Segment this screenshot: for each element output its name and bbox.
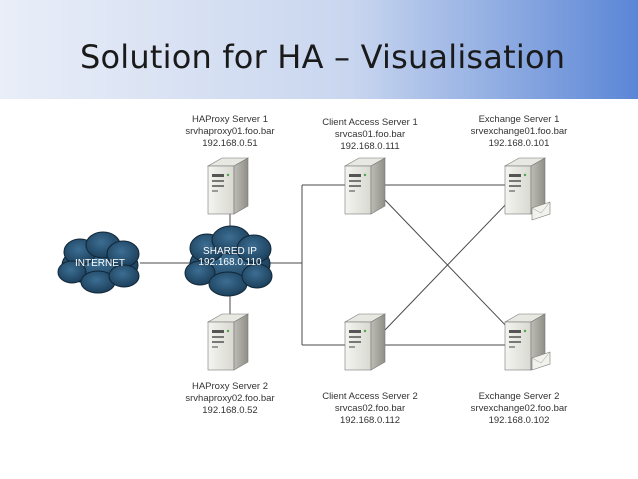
shared-ip-address: 192.168.0.110 <box>198 257 262 268</box>
exchange2-label: Exchange Server 2 srvexchange02.foo.bar … <box>454 391 584 427</box>
link-cas2-exch1 <box>384 199 511 331</box>
haproxy2-host: srvhaproxy02.foo.bar <box>185 393 275 404</box>
haproxy1-host: srvhaproxy01.foo.bar <box>185 126 275 137</box>
haproxy2-name: HAProxy Server 2 <box>191 381 269 392</box>
haproxy1-ip: 192.168.0.51 <box>202 138 258 149</box>
exchange1-label: Exchange Server 1 srvexchange01.foo.bar … <box>454 114 584 150</box>
cas1-label: Client Access Server 1 srvcas01.foo.bar … <box>305 117 435 153</box>
haproxy1-name: HAProxy Server 1 <box>191 114 269 125</box>
shared-ip-title: SHARED IP <box>203 246 257 257</box>
exchange1-host: srvexchange01.foo.bar <box>470 126 568 137</box>
haproxy2-label: HAProxy Server 2 srvhaproxy02.foo.bar 19… <box>165 381 295 417</box>
cas1-name: Client Access Server 1 <box>322 117 418 128</box>
title-banner <box>0 0 638 99</box>
exchange1-ip: 192.168.0.101 <box>488 138 550 149</box>
haproxy1-label: HAProxy Server 1 srvhaproxy01.foo.bar 19… <box>165 114 295 150</box>
cas2-label: Client Access Server 2 srvcas02.foo.bar … <box>305 391 435 427</box>
exchange2-name: Exchange Server 2 <box>478 391 560 402</box>
cas2-name: Client Access Server 2 <box>322 391 418 402</box>
cas2-host: srvcas02.foo.bar <box>334 403 406 414</box>
cas1-ip: 192.168.0.111 <box>340 141 400 152</box>
slide-title: Solution for HA – Visualisation <box>80 38 566 76</box>
cas1-host: srvcas01.foo.bar <box>334 129 406 140</box>
internet-label: INTERNET <box>75 258 125 269</box>
haproxy2-ip: 192.168.0.52 <box>202 405 258 416</box>
shared-ip-cloud-icon <box>184 225 273 297</box>
exchange2-ip: 192.168.0.102 <box>488 415 550 426</box>
internet-cloud-icon <box>57 231 140 294</box>
shared-ip-label: SHARED IP 192.168.0.110 <box>185 246 275 268</box>
exchange2-host: srvexchange02.foo.bar <box>470 403 568 414</box>
cas2-ip: 192.168.0.112 <box>339 415 401 426</box>
exchange1-name: Exchange Server 1 <box>478 114 560 125</box>
